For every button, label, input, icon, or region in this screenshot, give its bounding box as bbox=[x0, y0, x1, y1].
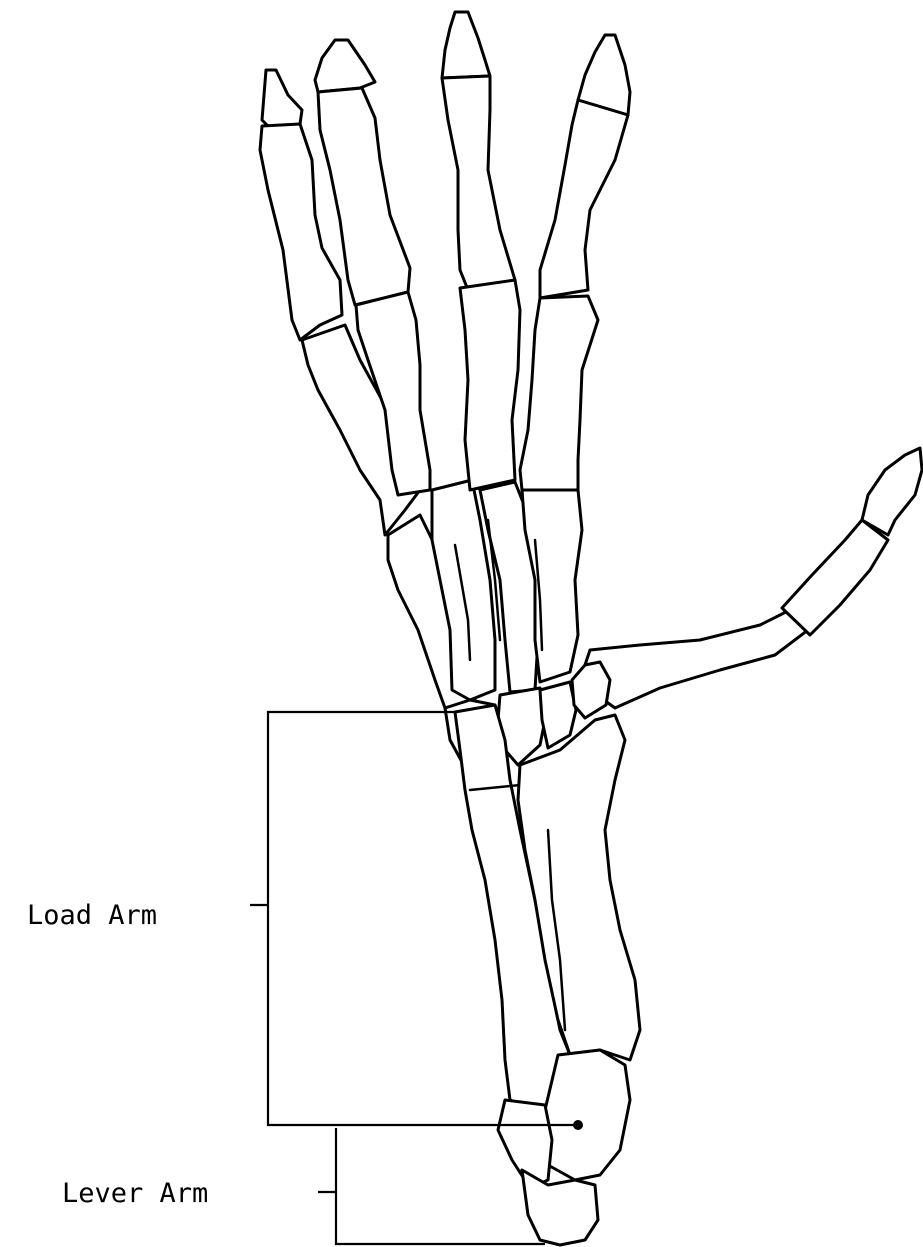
dewclaw-bones bbox=[585, 448, 922, 708]
lever-arm-label: Lever Arm bbox=[62, 1178, 208, 1209]
digit-4-bones bbox=[520, 35, 630, 682]
load-arm-label: Load Arm bbox=[27, 900, 157, 931]
